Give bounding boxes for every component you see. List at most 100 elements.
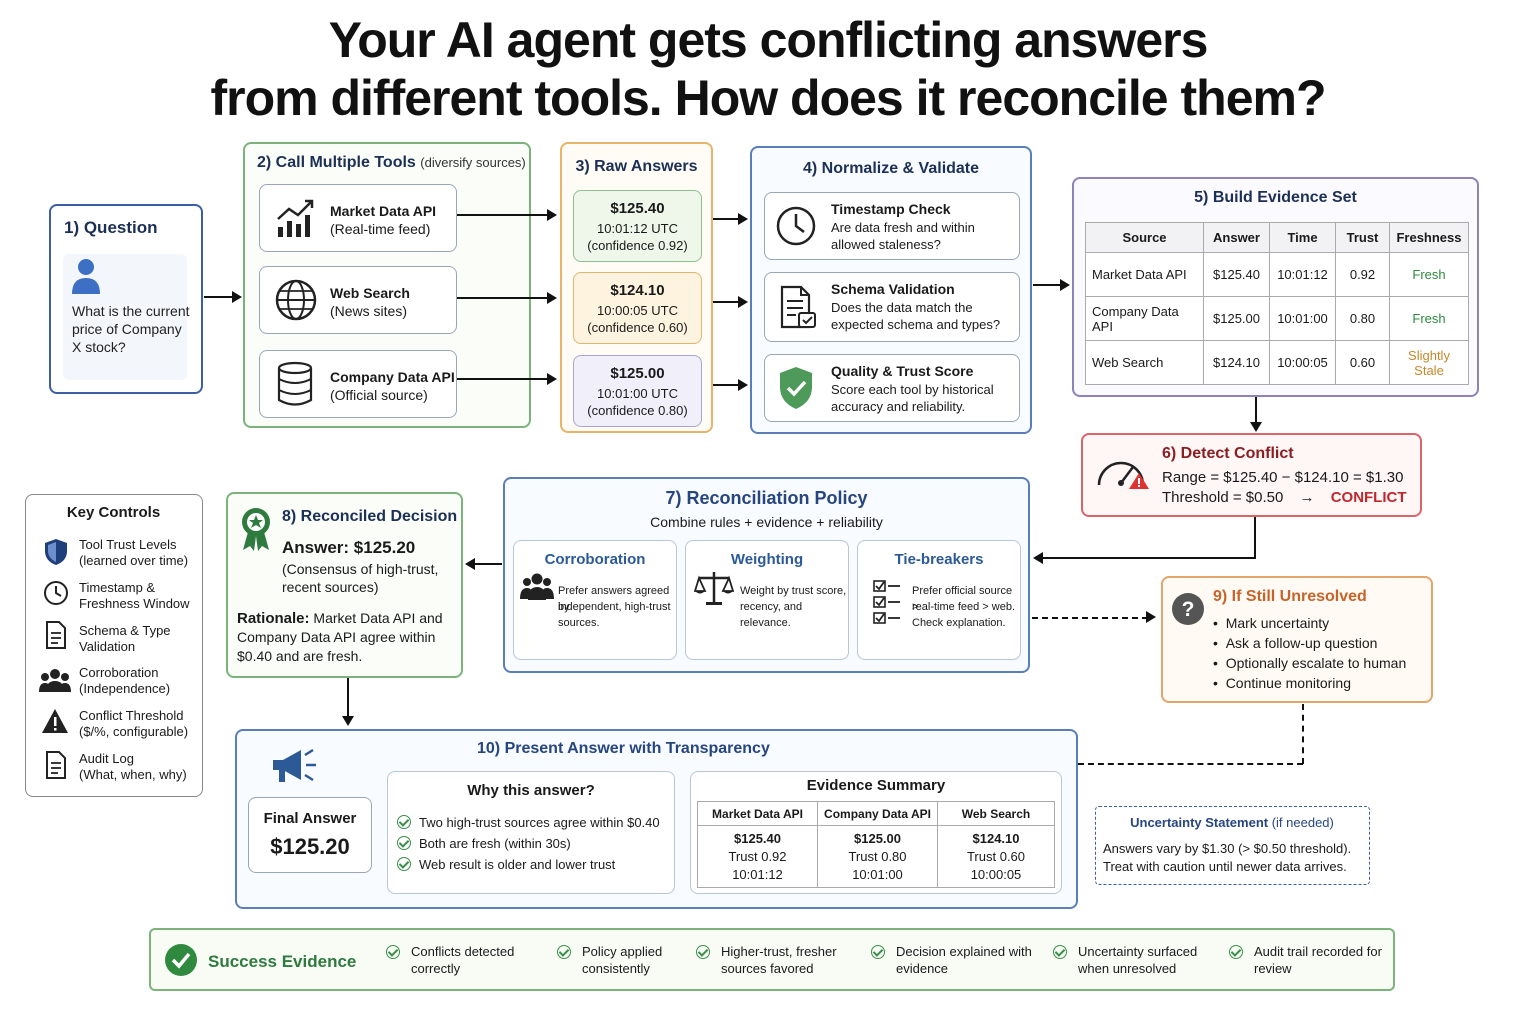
tools-panel: 2) Call Multiple Tools (diversify source… — [243, 142, 531, 428]
clock-icon — [776, 206, 816, 246]
warning-icon — [42, 709, 68, 733]
arrow-validate-to-evidence — [1033, 279, 1070, 291]
control-line: ($/%, configurable) — [79, 724, 189, 739]
summary-header-row: Market Data API Company Data API Web Sea… — [697, 801, 1055, 826]
arrow-tool3-to-answer3 — [457, 373, 557, 385]
arrow-tool1-to-answer1 — [457, 209, 557, 221]
reconciliation-policy-panel: 7) Reconciliation Policy Combine rules +… — [503, 477, 1030, 673]
unresolved-item: • Ask a follow-up question — [1213, 635, 1378, 651]
decision-rationale-line: Rationale: Market Data API and — [237, 609, 443, 628]
conflict-range: Range = $125.40 − $124.10 = $1.30 — [1162, 469, 1404, 486]
why-card: Why this answer? Two high-trust sources … — [387, 771, 675, 894]
check-circle-icon — [397, 836, 411, 850]
unresolved-heading: 9) If Still Unresolved — [1213, 588, 1367, 605]
arrow-evidence-to-conflict — [1250, 397, 1262, 432]
unresolved-item: • Continue monitoring — [1213, 675, 1351, 691]
audit-log-icon — [46, 751, 66, 779]
check-circle-icon — [696, 945, 710, 959]
summary-heading: Evidence Summary — [806, 777, 946, 794]
arrow-tool2-to-answer2 — [457, 292, 557, 304]
group-icon — [39, 669, 71, 692]
cell-answer: $125.40 — [1203, 252, 1270, 297]
raw-conf: (confidence 0.92) — [587, 238, 688, 253]
evidence-table: Source Answer Time Trust Freshness Marke… — [1085, 222, 1469, 385]
policy-weighting: Weighting Weight by trust score, recency… — [685, 540, 849, 660]
cell-source: Web Search — [1085, 340, 1204, 385]
cell-source: Company Data API — [1085, 296, 1204, 341]
control-line: Timestamp & — [79, 580, 156, 595]
tools-heading-wrap: 2) Call Multiple Tools (diversify source… — [257, 154, 526, 172]
cell-answer: $124.10 — [1203, 340, 1270, 385]
column-header: Trust — [1335, 222, 1390, 253]
raw-time: 10:00:05 UTC — [597, 303, 678, 318]
evidence-heading: 5) Build Evidence Set — [1194, 189, 1357, 206]
column-header: Freshness — [1389, 222, 1469, 253]
raw-answers-panel: 3) Raw Answers $125.40 10:01:12 UTC (con… — [560, 142, 713, 433]
cell-time: 10:00:05 — [1269, 340, 1336, 385]
svg-text:?: ? — [1182, 598, 1195, 621]
award-ribbon-icon — [242, 508, 270, 551]
table-row: Web Search $124.10 10:00:05 0.60 Slightl… — [1085, 340, 1469, 385]
dashed-to-present — [1078, 763, 1303, 765]
uncertainty-heading: Uncertainty Statement — [1130, 815, 1269, 830]
check-name: Timestamp Check — [831, 201, 951, 217]
question-icon: ? — [1172, 593, 1204, 625]
cell-trust: 0.60 — [1335, 340, 1390, 385]
title-line-2: from different tools. How does it reconc… — [210, 70, 1326, 126]
check-circle-icon — [1229, 945, 1243, 959]
tools-heading: 2) Call Multiple Tools — [257, 154, 416, 171]
dashed-arrowhead — [1146, 611, 1156, 623]
summary-col: Web Search — [937, 801, 1055, 826]
why-item: Two high-trust sources agree within $0.4… — [397, 814, 660, 831]
unresolved-item: • Mark uncertainty — [1213, 615, 1330, 631]
tool-company-data: Company Data API (Official source) — [259, 350, 457, 418]
question-panel: 1) Question What is the current price of… — [49, 204, 203, 394]
check-desc: allowed staleness? — [831, 237, 941, 252]
tools-heading-note: (diversify sources) — [420, 155, 526, 170]
detect-conflict-panel: 6) Detect Conflict Range = $125.40 − $12… — [1081, 433, 1422, 517]
check-circle-icon — [1053, 945, 1067, 959]
uncertainty-text: Answers vary by $1.30 (> $0.50 threshold… — [1103, 841, 1352, 856]
cell-freshness: Fresh — [1389, 296, 1469, 341]
table-header-row: Source Answer Time Trust Freshness — [1085, 222, 1469, 253]
conflict-label: CONFLICT — [1330, 489, 1407, 506]
conflict-threshold-line: Threshold = $0.50 → CONFLICT — [1162, 489, 1407, 507]
policy-item-name: Tie-breakers — [894, 551, 984, 568]
check-name: Quality & Trust Score — [831, 363, 974, 379]
present-answer-panel: 10) Present Answer with Transparency Fin… — [235, 729, 1078, 909]
timestamp-check-card: Timestamp Check Are data fresh and withi… — [764, 192, 1020, 260]
final-answer-value: $125.20 — [270, 834, 350, 859]
why-item: Web result is older and lower trust — [397, 856, 615, 873]
check-desc: Score each tool by historical — [831, 382, 994, 397]
control-line: (learned over time) — [79, 553, 189, 568]
raw-conf: (confidence 0.80) — [587, 403, 688, 418]
title-line-1: Your AI agent gets conflicting answers — [328, 12, 1209, 68]
check-name: Schema Validation — [831, 281, 955, 297]
uncertainty-heading-line: Uncertainty Statement (if needed) — [1096, 814, 1368, 831]
control-line: (What, when, why) — [79, 767, 187, 782]
arrow-question-to-tools — [204, 291, 242, 303]
table-row: Market Data API $125.40 10:01:12 0.92 Fr… — [1085, 252, 1469, 297]
policy-desc: Check explanation. — [912, 617, 1006, 629]
rationale-text: $0.40 and are fresh. — [237, 648, 363, 664]
policy-corroboration: Corroboration Prefer answers agreed by i… — [513, 540, 677, 660]
column-header: Source — [1085, 222, 1204, 253]
control-line: Schema & Type — [79, 623, 171, 638]
document-check-icon — [780, 285, 816, 329]
key-controls-panel: Key Controls Tool Trust Levels (learned … — [25, 494, 203, 797]
policy-desc: Prefer answers agreed by — [558, 585, 670, 613]
control-line: Corroboration — [79, 665, 159, 680]
tool-web-search: Web Search (News sites) — [259, 266, 457, 334]
success-check-icon — [165, 944, 197, 976]
uncertainty-heading-note: (if needed) — [1271, 815, 1334, 830]
conflict-threshold: Threshold = $0.50 — [1162, 489, 1284, 506]
raw-price: $125.40 — [610, 200, 665, 217]
cell-freshness: Slightly Stale — [1389, 340, 1469, 385]
arrow-conflict-to-policy — [1033, 552, 1256, 564]
policy-sub: Combine rules + evidence + reliability — [650, 514, 883, 530]
